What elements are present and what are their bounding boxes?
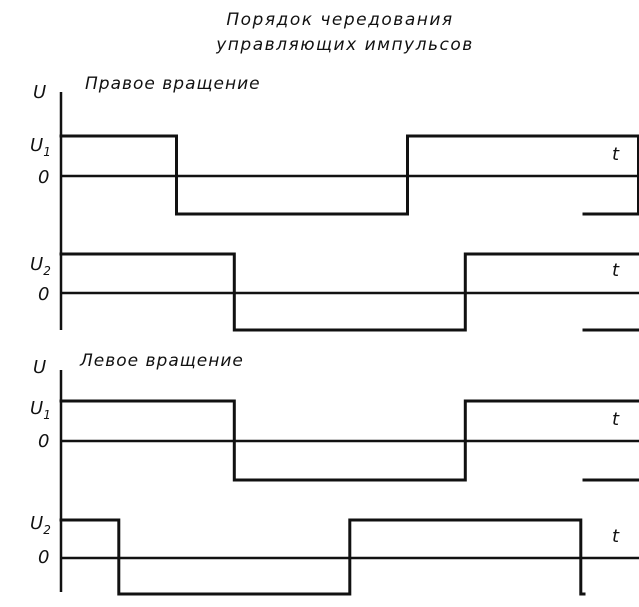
zero-label: 0 <box>38 284 49 305</box>
pulse-waveform <box>59 252 639 332</box>
section-label: Левое вращение <box>79 351 244 371</box>
signal-u2: U2 0 t <box>30 513 639 596</box>
time-label: t <box>612 409 620 430</box>
zero-label: 0 <box>38 167 49 188</box>
time-label: t <box>612 526 620 547</box>
level-label: U2 <box>30 254 51 278</box>
time-label: t <box>612 144 620 165</box>
zero-label: 0 <box>38 431 49 452</box>
pulse-waveform <box>59 518 586 596</box>
voltage-axis-label: U <box>33 357 46 378</box>
voltage-axis-label: U <box>33 82 46 103</box>
section-left-rotation: Левое вращение U U1 0 t U2 0 t <box>30 351 639 596</box>
level-label: U1 <box>30 135 51 159</box>
diagram-title-line-1: Порядок чередования <box>226 10 453 30</box>
signal-u2: U2 0 t <box>30 252 639 332</box>
signal-u1: U1 0 t <box>30 398 639 482</box>
time-label: t <box>612 260 620 281</box>
diagram-title-line-2: управляющих импульсов <box>215 35 474 55</box>
level-label: U1 <box>30 398 51 422</box>
signal-u1: U1 0 t <box>30 134 639 216</box>
section-label: Правое вращение <box>85 74 261 94</box>
zero-label: 0 <box>38 547 49 568</box>
section-right-rotation: Правое вращение U U1 0 t U2 0 t <box>30 74 639 332</box>
level-label: U2 <box>30 513 51 537</box>
pulse-waveform <box>59 399 639 482</box>
